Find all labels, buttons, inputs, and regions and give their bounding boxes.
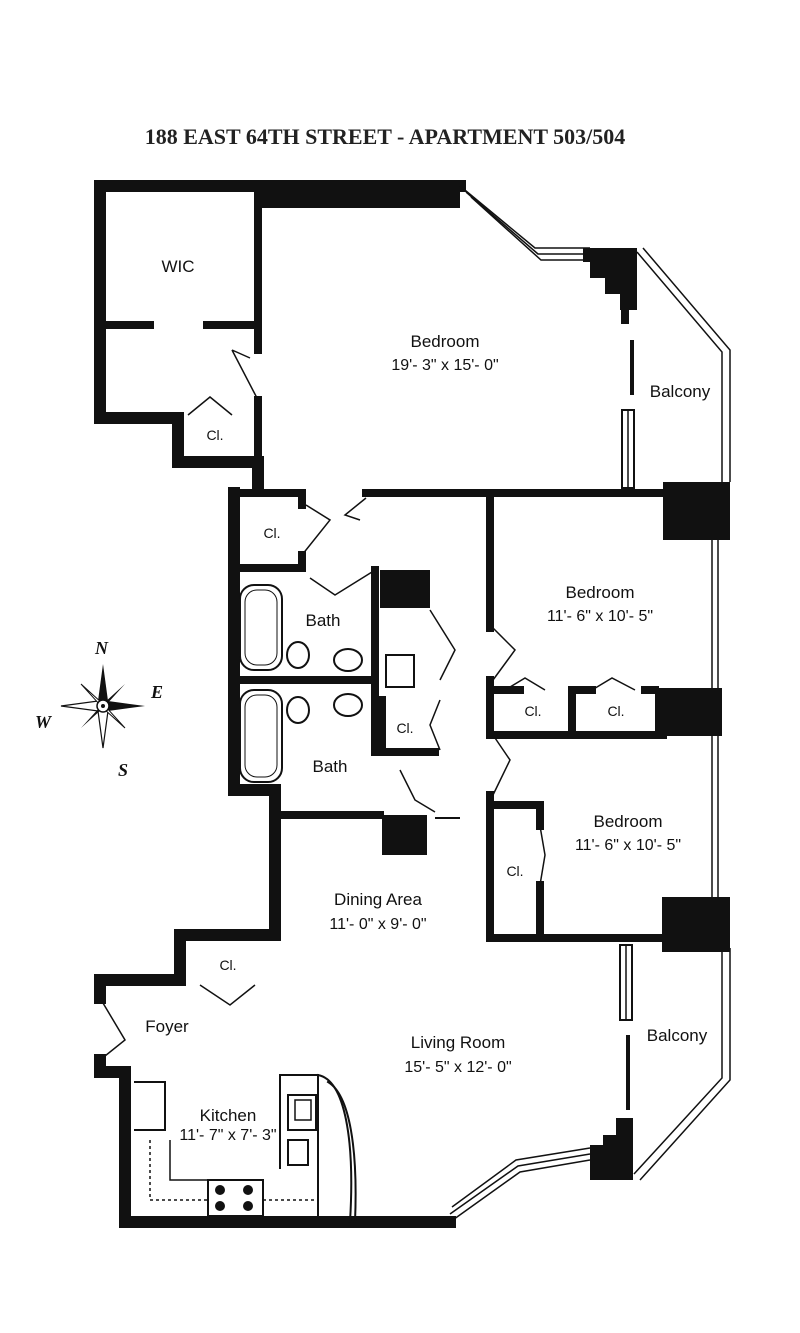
kitchen-size: 11'- 7" x 7'- 3" <box>179 1127 276 1144</box>
compass-north: N <box>94 638 109 658</box>
compass-south: S <box>118 760 128 780</box>
living-room-label: Living Room <box>411 1033 506 1052</box>
compass-rose: N E S W <box>35 638 163 780</box>
closet-label-bed2-a: Cl. <box>524 703 541 719</box>
wic-label: WIC <box>161 257 194 276</box>
living-room-size: 15'- 5" x 12'- 0" <box>404 1059 511 1076</box>
closet-label-hall: Cl. <box>263 525 280 541</box>
foyer-label: Foyer <box>145 1017 189 1036</box>
master-bedroom-size: 19'- 3" x 15'- 0" <box>391 357 498 374</box>
structural-columns <box>380 248 730 1180</box>
dining-label: Dining Area <box>334 890 422 909</box>
balcony-bottom-label: Balcony <box>647 1026 708 1045</box>
closet-label-bath: Cl. <box>396 720 413 736</box>
compass-east: E <box>150 682 163 702</box>
master-bedroom-label: Bedroom <box>411 332 480 351</box>
bath-1-label: Bath <box>306 611 341 630</box>
closet-label-bed2-b: Cl. <box>607 703 624 719</box>
bedroom-2-size: 11'- 6" x 10'- 5" <box>547 608 653 625</box>
bedroom-3-label: Bedroom <box>594 812 663 831</box>
plan-title: 188 EAST 64TH STREET - APARTMENT 503/504 <box>145 124 625 149</box>
bedroom-3-size: 11'- 6" x 10'- 5" <box>575 837 681 854</box>
kitchen-fixtures <box>149 1140 318 1217</box>
closet-label-wic: Cl. <box>206 427 223 443</box>
compass-west: W <box>35 712 53 732</box>
door-swings <box>99 349 636 1061</box>
dining-size: 11'- 0" x 9'- 0" <box>329 916 426 933</box>
room-labels: WIC Bedroom 19'- 3" x 15'- 0" Balcony Cl… <box>145 257 710 1144</box>
balcony-top-label: Balcony <box>650 382 711 401</box>
bath-fixtures <box>239 584 415 1166</box>
window-glass <box>449 185 731 1223</box>
closet-label-bed3: Cl. <box>506 863 523 879</box>
bath-2-label: Bath <box>313 757 348 776</box>
kitchen-label: Kitchen <box>200 1106 257 1125</box>
bedroom-2-label: Bedroom <box>566 583 635 602</box>
balcony-doors <box>619 340 635 1110</box>
interior-walls <box>101 306 667 1224</box>
closet-label-foyer: Cl. <box>219 957 236 973</box>
